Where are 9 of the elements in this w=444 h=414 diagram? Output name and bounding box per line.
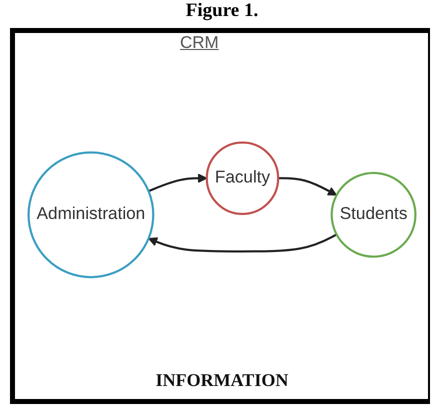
center-label: INFORMATION [156, 370, 288, 391]
node-circle: Administration [28, 152, 154, 278]
diagram-heading: CRM [180, 33, 219, 53]
arrow [148, 234, 338, 253]
figure-title: Figure 1. [184, 0, 260, 22]
node-circle: Faculty [206, 142, 280, 216]
arrow [148, 174, 208, 192]
node-circle: Students [330, 172, 416, 258]
arrow [278, 177, 338, 196]
